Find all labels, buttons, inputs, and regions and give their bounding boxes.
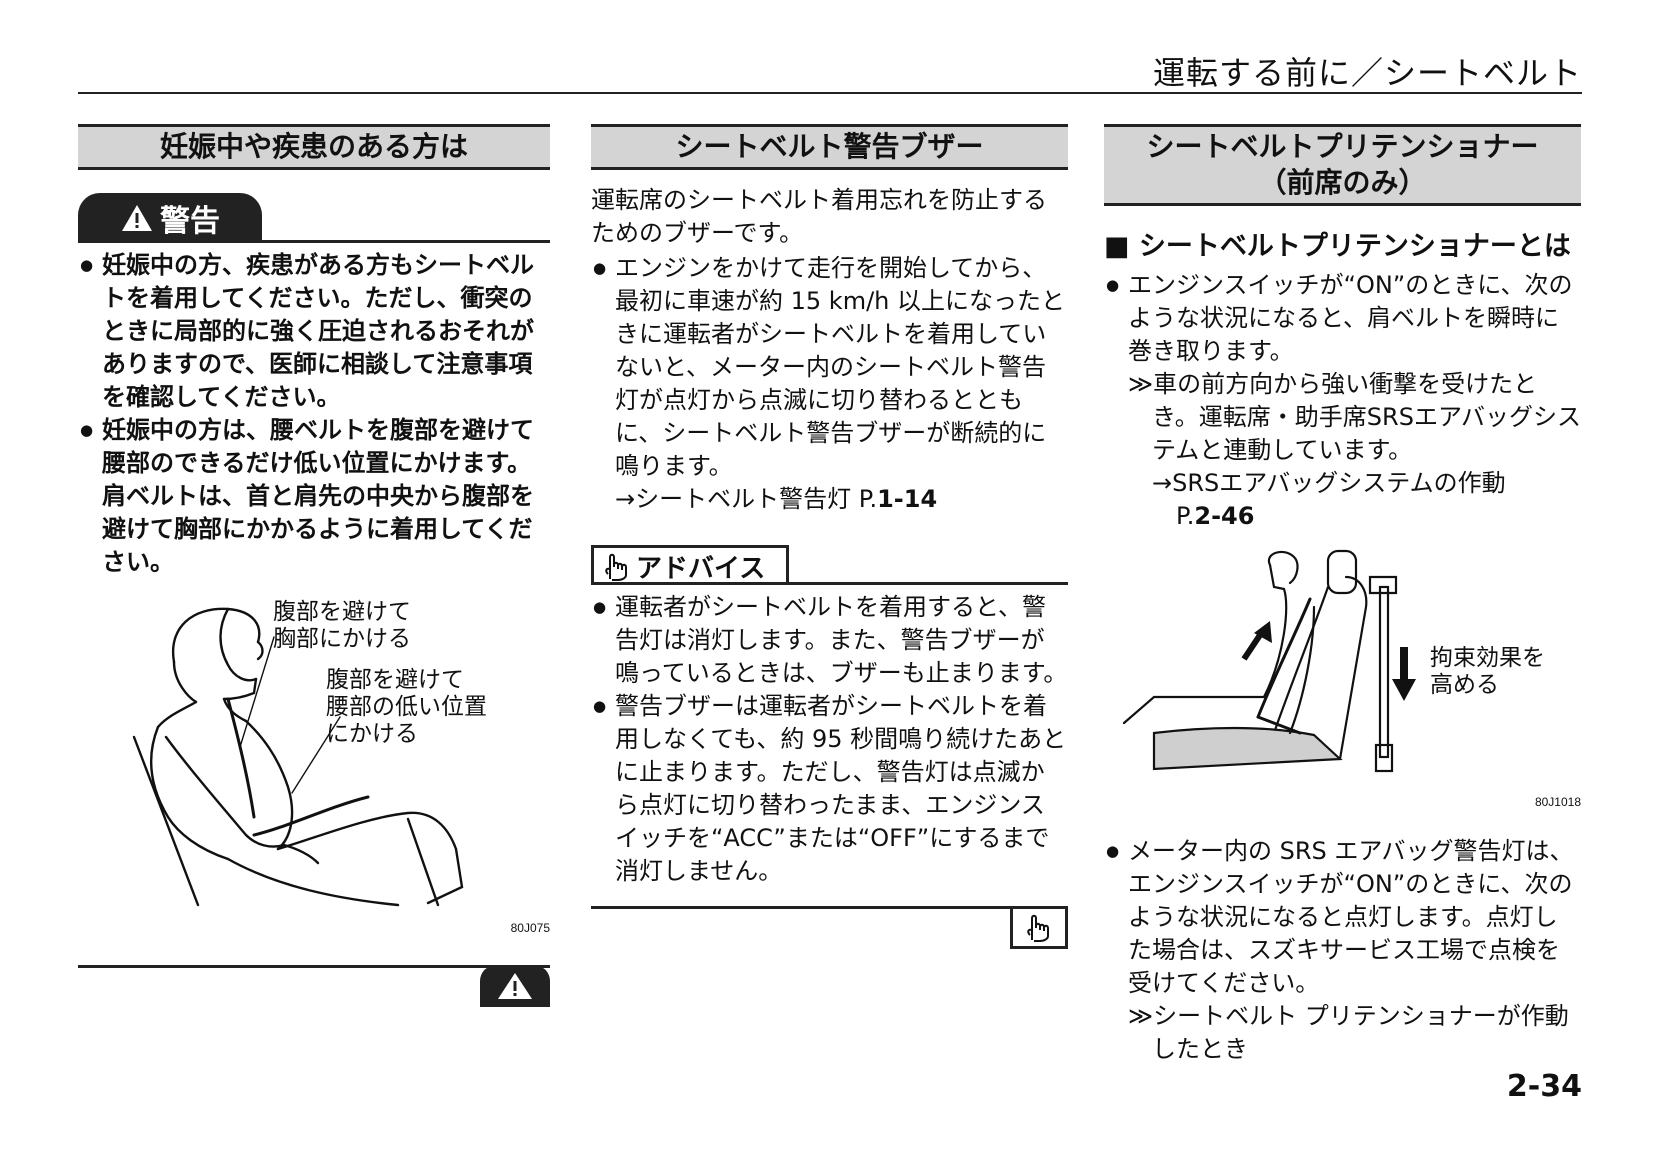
list-item: メーター内の SRS エアバッグ警告灯は、エンジンスイッチが“ON”のときに、次… xyxy=(1104,835,1581,1000)
cross-reference: →SRSエアバッグシステムの作動 P.2-46 xyxy=(1128,467,1581,533)
figure-label-line: 腹部を避けて xyxy=(326,667,464,693)
reference-page: 2-46 xyxy=(1194,502,1255,530)
column-buzzer: シートベルト警告ブザー 運転席のシートベルト着用忘れを防止するためのブザーです。… xyxy=(591,124,1068,955)
buzzer-list: エンジンをかけて走行を開始してから、最初に車速が約 15 km/h 以上になった… xyxy=(591,252,1068,483)
pretensioner-list: エンジンスイッチが“ON”のときに、次のような状況になると、肩ベルトを瞬時に巻き… xyxy=(1104,269,1581,368)
figure-label-line: 腰部の低い位置 xyxy=(326,694,487,720)
list-item: エンジンをかけて走行を開始してから、最初に車速が約 15 km/h 以上になった… xyxy=(591,252,1068,483)
reference-prefix: P. xyxy=(1176,502,1195,530)
reference-text: →シートベルト警告灯 P. xyxy=(615,485,878,513)
advice-tab: アドバイス xyxy=(591,545,789,585)
figure-code: 80J075 xyxy=(510,921,550,935)
warning-tab: 警告 xyxy=(78,193,262,243)
advice-label: アドバイス xyxy=(636,554,766,584)
figure-label-chest: 腹部を避けて 胸部にかける xyxy=(273,599,411,653)
driver-seat-illustration xyxy=(1122,549,1398,773)
subheading-pretensioner: ■ シートベルトプリテンショナーとは xyxy=(1104,231,1571,262)
warning-triangle-icon xyxy=(498,973,532,999)
condition-item: ≫シートベルト プリテンショナーが作動したとき xyxy=(1128,1002,1569,1063)
figure-code: 80J1018 xyxy=(1534,795,1581,809)
heading-line: シートベルトプリテンショナー xyxy=(1146,130,1539,163)
page-section-title: 運転する前に／シートベルト xyxy=(1152,54,1582,92)
advice-list: 運転者がシートベルトを着用すると、警告灯は消灯します。また、警告ブザーが鳴ってい… xyxy=(591,591,1068,888)
column-pretensioner: シートベルトプリテンショナー （前席のみ） ■ シートベルトプリテンショナーとは… xyxy=(1104,124,1581,1066)
list-item: 妊娠中の方は、腰ベルトを腹部を避けて腰部のできるだけ低い位置にかけます。肩ベルト… xyxy=(78,414,550,579)
intro-paragraph: 運転席のシートベルト着用忘れを防止するためのブザーです。 xyxy=(591,186,1047,247)
pregnant-seatbelt-figure: 腹部を避けて 胸部にかける 腹部を避けて 腰部の低い位置 にかける 80J075 xyxy=(78,587,550,947)
cross-reference: →シートベルト警告灯 P.1-14 xyxy=(591,483,1068,516)
pointing-hand-icon xyxy=(1027,914,1049,942)
list-item: 妊娠中の方、疾患がある方もシートベルトを着用してください。ただし、衝突のときに局… xyxy=(78,249,550,414)
warning-triangle-icon xyxy=(122,205,152,231)
condition-item: ≫車の前方向から強い衝撃を受けたとき。運転席・助手席SRSエアバッグシステムと連… xyxy=(1104,368,1581,533)
down-arrow-icon xyxy=(1392,647,1416,701)
figure-label-line: 胸部にかける xyxy=(273,626,411,652)
header-rule xyxy=(78,92,1582,94)
page-number: 2-34 xyxy=(1506,1069,1582,1104)
figure-label-waist: 腹部を避けて 腰部の低い位置 にかける xyxy=(326,667,487,748)
reference-page: 1-14 xyxy=(877,485,938,513)
list-item: 運転者がシートベルトを着用すると、警告灯は消灯します。また、警告ブザーが鳴ってい… xyxy=(591,591,1068,690)
pregnant-woman-illustration xyxy=(132,607,464,907)
warning-list: 妊娠中の方、疾患がある方もシートベルトを着用してください。ただし、衝突のときに局… xyxy=(78,249,550,579)
warning-header: 警告 xyxy=(78,192,550,243)
figure-label-line: 拘束効果を xyxy=(1430,645,1545,671)
reference-text: →SRSエアバッグシステムの作動 xyxy=(1152,469,1506,497)
condition-text: ≫車の前方向から強い衝撃を受けたとき。運転席・助手席SRSエアバッグシステムと連… xyxy=(1128,370,1581,464)
figure-label-restraint: 拘束効果を 高める xyxy=(1430,645,1545,699)
section-heading-pretensioner: シートベルトプリテンショナー （前席のみ） xyxy=(1104,124,1581,206)
heading-line: （前席のみ） xyxy=(1258,166,1427,199)
list-item: 警告ブザーは運転者がシートベルトを着用しなくても、約 95 秒間鳴り続けたあとに… xyxy=(591,690,1068,888)
figure-label-line: にかける xyxy=(326,721,418,747)
advice-end-rule xyxy=(591,906,1068,955)
warning-end-rule xyxy=(78,965,550,1014)
section-heading-pregnancy: 妊娠中や疾患のある方は xyxy=(78,124,550,170)
figure-label-line: 高める xyxy=(1430,672,1499,698)
list-item: エンジンスイッチが“ON”のときに、次のような状況になると、肩ベルトを瞬時に巻き… xyxy=(1104,269,1581,368)
figure-label-line: 腹部を避けて xyxy=(273,599,411,625)
pointing-hand-icon xyxy=(605,553,627,581)
warning-end-badge xyxy=(480,965,550,1007)
airbag-warning-list: メーター内の SRS エアバッグ警告灯は、エンジンスイッチが“ON”のときに、次… xyxy=(1104,835,1581,1000)
warning-label: 警告 xyxy=(160,204,220,239)
advice-header: アドバイス xyxy=(591,538,1068,585)
advice-end-badge xyxy=(1010,909,1068,949)
pretensioner-figure: 拘束効果を 高める 80J1018 xyxy=(1104,547,1581,827)
column-pregnancy: 妊娠中や疾患のある方は 警告 妊娠中の方、疾患がある方もシートベルトを着用してく… xyxy=(78,124,550,1014)
section-heading-buzzer: シートベルト警告ブザー xyxy=(591,124,1068,170)
